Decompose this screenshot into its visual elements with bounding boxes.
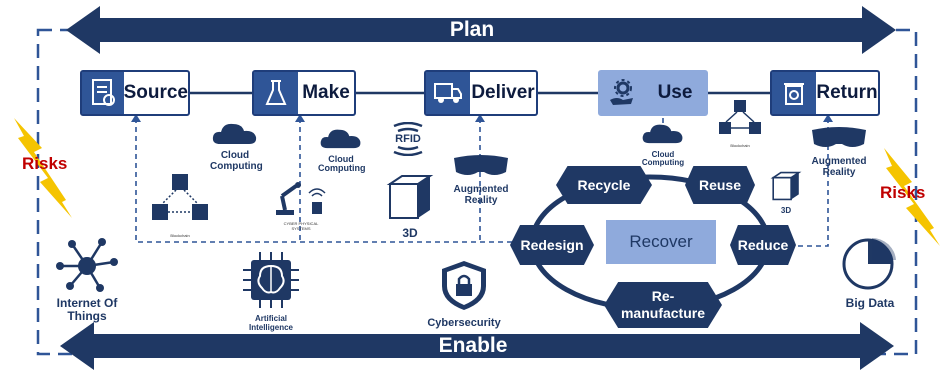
hex-recycle[interactable]: Recycle <box>556 166 652 204</box>
cloud-icon <box>642 124 683 144</box>
cloud-computing-1: Cloud Computing <box>210 120 263 172</box>
recover-center[interactable]: Recover <box>606 220 716 264</box>
cloud-computing-2: Cloud Computing <box>318 126 366 174</box>
vr-headset-icon <box>454 155 508 175</box>
recycle-bin-icon <box>772 72 816 114</box>
bigdata-label: Big Data <box>845 296 895 310</box>
cyber-physical-systems: CYBER PHYSICAL SYSTEMS <box>268 176 334 231</box>
cloud-label: Cloud Computing <box>641 150 685 168</box>
vr-headset-icon <box>812 127 866 147</box>
lightning-left-icon <box>14 118 72 218</box>
cube-icon <box>386 175 434 219</box>
cloud-icon <box>320 129 361 149</box>
network-hub-icon <box>56 238 118 292</box>
step-deliver[interactable]: Deliver <box>424 70 538 116</box>
cps-label: CYBER PHYSICAL SYSTEMS <box>283 221 319 231</box>
ar-label: Augmented Reality <box>811 156 867 178</box>
flask-icon <box>254 72 298 114</box>
three-d-label: 3D <box>402 226 418 240</box>
cube-icon <box>770 171 802 201</box>
iot-label: Internet Of Things <box>56 296 118 324</box>
rfid-label: RFID <box>395 133 421 145</box>
risks-right-label: Risks <box>880 183 926 202</box>
step-label: Use <box>657 82 693 103</box>
step-label: Source <box>123 82 188 103</box>
big-data: Big Data <box>840 236 900 310</box>
document-icon <box>82 72 124 114</box>
gear-hand-icon <box>600 72 644 114</box>
rfid: RFID <box>386 121 430 161</box>
step-source[interactable]: Source <box>80 70 190 116</box>
cloud-label: Cloud Computing <box>318 154 366 174</box>
hex-reuse[interactable]: Reuse <box>685 166 755 204</box>
step-label: Make <box>302 82 350 103</box>
cloud-computing-3: Cloud Computing <box>640 120 686 168</box>
step-use[interactable]: Use <box>598 70 708 116</box>
enable-arrow <box>60 322 894 370</box>
shield-lock-icon <box>442 261 486 310</box>
robot-arm-icon <box>276 182 326 215</box>
augmented-reality-2: Augmented Reality <box>804 124 874 178</box>
cybersecurity-label: Cybersecurity <box>427 317 501 329</box>
cloud-icon <box>212 123 257 144</box>
hex-reduce[interactable]: Reduce <box>730 225 796 265</box>
cloud-label: Cloud Computing <box>210 150 263 172</box>
step-label: Return <box>816 82 878 103</box>
cybersecurity: Cybersecurity <box>424 258 504 329</box>
three-d-2: 3D <box>768 170 804 215</box>
three-d-label: 3D <box>780 206 792 215</box>
pie-chart-icon <box>842 237 896 290</box>
artificial-intelligence: Artificial Intelligence <box>238 250 304 333</box>
connector-arrowheads <box>131 114 833 122</box>
ai-label: Artificial Intelligence <box>248 314 293 332</box>
three-d-1: 3D <box>386 172 434 240</box>
augmented-reality-1: Augmented Reality <box>446 152 516 206</box>
hex-redesign[interactable]: Redesign <box>510 225 594 265</box>
step-label: Deliver <box>471 82 535 103</box>
step-make[interactable]: Make <box>252 70 356 116</box>
truck-icon <box>426 72 470 114</box>
rfid-icon <box>393 121 423 157</box>
ar-label: Augmented Reality <box>453 184 509 206</box>
internet-of-things: Internet Of Things <box>52 236 122 323</box>
lightning-right-icon <box>884 148 940 246</box>
plan-label: Plan <box>449 18 495 41</box>
blockchain-label: Blockchain <box>170 233 190 238</box>
ai-chip-icon <box>243 252 299 308</box>
blockchain-icon <box>152 174 208 220</box>
hex-remanufacture[interactable]: Re- manufacture <box>604 282 722 328</box>
blockchain-2: Blockchain <box>716 98 764 148</box>
enable-label: Enable <box>438 334 508 357</box>
blockchain-icon <box>719 100 761 134</box>
risks-left-label: Risks <box>22 154 68 173</box>
plan-arrow <box>66 6 896 54</box>
step-return[interactable]: Return <box>770 70 880 116</box>
blockchain-1: Blockchain <box>148 172 212 238</box>
blockchain-label: Blockchain <box>730 143 750 148</box>
